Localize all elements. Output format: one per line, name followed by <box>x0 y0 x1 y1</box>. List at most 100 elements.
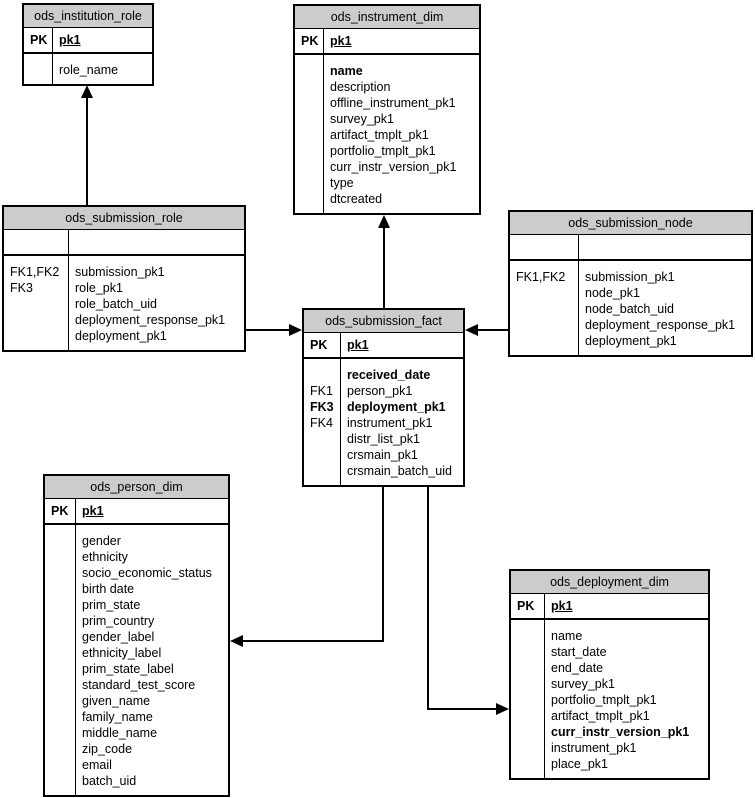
field-name: role_name <box>59 63 119 77</box>
column-divider <box>52 28 53 84</box>
fk-key-label <box>51 741 75 757</box>
key-column <box>24 54 52 78</box>
field-name: ethnicity <box>82 550 128 564</box>
column-divider <box>340 333 341 485</box>
fk-key-label <box>301 175 323 191</box>
fk-key-label <box>301 79 323 95</box>
pk-field-name: pk1 <box>82 504 104 518</box>
arrowhead-icon-submission-role-to-institution-role <box>81 85 93 98</box>
field-column: role_name <box>52 54 152 78</box>
field-name: survey_pk1 <box>551 677 615 691</box>
field-name: crsmain_batch_uid <box>347 464 452 478</box>
field-name: prim_state_label <box>82 662 174 676</box>
fk-key-label <box>301 191 323 207</box>
fk-key-label <box>51 581 75 597</box>
fk-key-label <box>51 645 75 661</box>
field-name: instrument_pk1 <box>551 741 637 755</box>
primary-key-row <box>510 235 751 261</box>
fk-key-label <box>30 62 52 78</box>
pk-field-name: pk1 <box>347 338 369 352</box>
field-name: artifact_tmplt_pk1 <box>330 128 429 142</box>
column-divider <box>323 29 324 213</box>
key-column <box>295 55 323 207</box>
field-name: portfolio_tmplt_pk1 <box>330 144 436 158</box>
table-header: ods_deployment_dim <box>511 571 708 594</box>
field-name: deployment_pk1 <box>585 334 677 348</box>
column-divider <box>68 230 69 350</box>
field-name: offline_instrument_pk1 <box>330 96 456 110</box>
field-name: curr_instr_version_pk1 <box>330 160 457 174</box>
field-name: distr_list_pk1 <box>347 432 420 446</box>
field-name: name <box>330 64 363 78</box>
fk-key-label <box>517 740 544 756</box>
fk-key-label: FK1,FK2 <box>10 265 60 279</box>
primary-key-row: PK pk1 <box>304 333 463 359</box>
fk-key-label: FK3 <box>10 281 33 295</box>
field-name: gender_label <box>82 630 155 644</box>
field-name: submission_pk1 <box>585 270 675 284</box>
fk-key-label <box>301 111 323 127</box>
fk-key-label <box>517 628 544 644</box>
field-name: standard_test_score <box>82 678 196 692</box>
field-name: deployment_response_pk1 <box>75 313 226 327</box>
fk-key-label <box>301 127 323 143</box>
field-name: name <box>551 629 583 643</box>
fk-key-label <box>51 709 75 725</box>
fk-key-label <box>310 431 340 447</box>
fk-key-label <box>51 549 75 565</box>
fk-key-label <box>516 301 578 317</box>
fk-key-label: FK1,FK2 <box>516 270 566 284</box>
arrowhead-icon-submission-node-to-submission-fact <box>465 324 478 336</box>
column-divider <box>544 594 545 778</box>
field-name: crsmain_pk1 <box>347 448 418 462</box>
fk-key-label <box>516 317 578 333</box>
field-name: batch_uid <box>82 774 137 788</box>
field-name: ethnicity_label <box>82 646 162 660</box>
field-name: portfolio_tmplt_pk1 <box>551 693 657 707</box>
field-name: role_pk1 <box>75 281 123 295</box>
relationship-line-submission-fact-to-deployment-dim <box>427 487 429 710</box>
table-body: role_name <box>24 54 152 78</box>
table-header: ods_person_dim <box>45 476 228 499</box>
arrowhead-icon-submission-fact-to-deployment-dim <box>496 703 509 715</box>
field-name: birth date <box>82 582 135 596</box>
field-name: socio_economic_status <box>82 566 212 580</box>
fk-key-label <box>517 644 544 660</box>
field-name: middle_name <box>82 726 158 740</box>
field-name: dtcreated <box>330 192 383 206</box>
arrowhead-icon-submission-role-to-submission-fact <box>289 324 302 336</box>
field-name: email <box>82 758 112 772</box>
field-name: zip_code <box>82 742 133 756</box>
pk-key-label: PK <box>310 338 328 352</box>
fk-key-label <box>51 677 75 693</box>
field-name: family_name <box>82 710 153 724</box>
fk-key-label <box>517 724 544 740</box>
fk-key-label <box>301 63 323 79</box>
table-header: ods_submission_node <box>510 212 751 235</box>
field-name: description <box>330 80 391 94</box>
pk-key-label: PK <box>517 599 535 613</box>
field-name: received_date <box>347 368 431 382</box>
fk-key-label <box>310 367 340 383</box>
field-name: prim_state <box>82 598 141 612</box>
table-header: ods_instrument_dim <box>295 6 479 29</box>
primary-key-row <box>4 230 244 256</box>
fk-key-label <box>301 159 323 175</box>
pk-key-label: PK <box>51 504 69 518</box>
pk-key-label: PK <box>30 33 48 47</box>
fk-key-label <box>517 660 544 676</box>
relationship-line-submission-fact-to-person-dim <box>241 640 384 642</box>
column-divider <box>578 235 579 355</box>
fk-key-label <box>10 296 68 312</box>
fk-key-label: FK3 <box>310 400 334 414</box>
relationship-line-submission-role-to-submission-fact <box>246 329 290 331</box>
